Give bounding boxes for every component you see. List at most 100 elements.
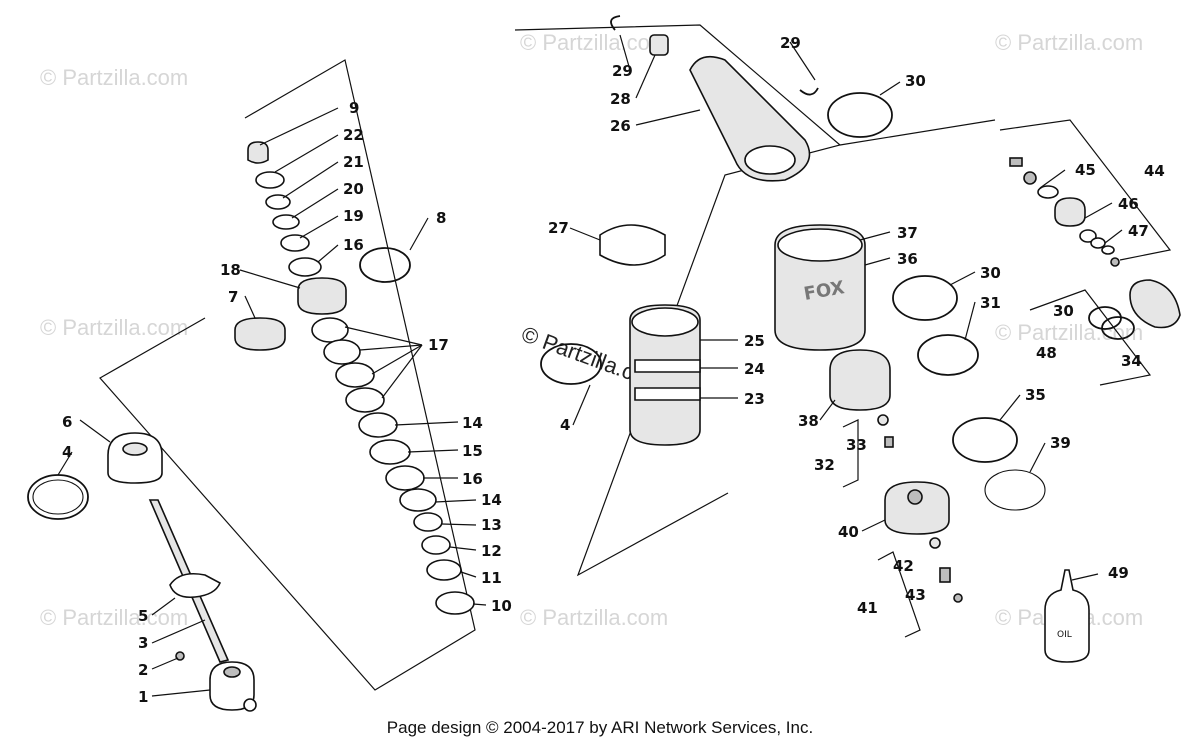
leader-lines [57,34,1123,697]
callout: 27 [548,219,569,237]
callout: 47 [1128,222,1149,240]
callout: 5 [138,607,148,625]
watermark: © Partzilla.com [520,605,668,630]
callout: 3 [138,634,148,652]
callout: 44 [1144,162,1165,180]
callout: 7 [228,288,238,306]
shim-part-11 [426,559,462,581]
callout: 11 [481,569,502,587]
valve-part-41 [939,567,951,583]
frame-left [99,59,476,691]
callout: 30 [1053,302,1074,320]
watermark: © Partzilla.com [40,65,188,90]
callout: 26 [610,117,631,135]
callout: 24 [744,360,765,378]
callout: 33 [846,436,867,454]
frame-kit-44 [999,119,1172,261]
piston-stack [234,141,475,615]
shim-part-17 [335,362,375,388]
eyelet-bushing [243,698,257,712]
callout: 43 [905,586,926,604]
backup-ring-part-39 [984,469,1046,511]
callout: 9 [349,99,359,117]
o-ring-part-35 [952,417,1018,463]
frame-center-link [839,119,996,146]
callout: 40 [838,523,859,541]
washer-part-10 [435,591,475,615]
piston-part-18 [297,277,347,315]
frame-kit-48 [1029,289,1152,386]
screw-part-44 [1009,157,1023,167]
shim-part-13 [413,512,443,532]
callout: 10 [491,597,512,615]
callout: 19 [343,207,364,225]
footer-copyright: Page design © 2004-2017 by ARI Network S… [386,718,814,737]
watermarks: © Partzilla.com © Partzilla.com © Partzi… [40,30,1143,630]
shim-part-46 [1079,229,1097,243]
callout: 31 [980,294,1001,312]
shim-part-14 [358,412,398,438]
bumper-part-5 [169,572,222,599]
callout: 22 [343,126,364,144]
shim-part-17 [323,339,361,365]
o-ring-part-42 [929,537,941,549]
callout: 37 [897,224,918,242]
callout: 35 [1025,386,1046,404]
o-ring-part-4-inner [32,479,84,515]
shim-part-47 [1090,237,1106,249]
oil-label: OIL [1057,630,1072,640]
lock-ring-part-24 [634,387,701,401]
callout: 13 [481,516,502,534]
callout: 29 [612,62,633,80]
watermark: © Partzilla.com [40,315,188,340]
callout: 12 [481,542,502,560]
callout: 14 [481,491,502,509]
knob-part-46 [1054,197,1086,227]
preload-ring-part-25 [634,359,701,373]
callout: 45 [1075,161,1096,179]
shock-body-top [631,307,699,337]
eyelet-hole [223,666,241,678]
watermark: © Partzilla.com [995,30,1143,55]
body-bore [744,145,796,175]
callout: 30 [905,72,926,90]
bearing-part-28 [649,34,669,56]
callout: 30 [980,264,1001,282]
wear-band-part-7 [234,317,286,351]
ball-part-47 [1110,257,1120,267]
shim-part-15 [369,439,411,465]
callout: 15 [462,442,483,460]
shock-body-part-23 [629,304,701,446]
callout: 16 [462,470,483,488]
body-assembly [540,15,893,446]
o-ring-part-34 [1101,316,1135,340]
callout: 41 [857,599,878,617]
shim-part-12 [421,535,451,555]
callout: 36 [897,250,918,268]
collar-part-27 [599,224,666,266]
callout: 14 [462,414,483,432]
oil-bottle-part-49: OIL [1044,569,1090,663]
callouts: 1 2 3 5 6 4 7 18 8 9 22 21 20 19 16 17 1… [62,34,1165,706]
shim-part-20 [272,214,300,230]
reservoir-top [777,228,863,262]
shim-part-16 [288,257,322,277]
eyelet-part-1 [209,661,255,711]
callout: 4 [560,416,570,434]
callout: 29 [780,34,801,52]
shim-part-14 [399,488,437,512]
valve-core-part-43 [953,593,963,603]
callout: 21 [343,153,364,171]
watermark: © Partzilla.com [995,320,1143,345]
callout: 17 [428,336,449,354]
washer-part-45 [1037,185,1059,199]
wear-band-part-31 [917,334,979,376]
callout: 46 [1118,195,1139,213]
callout: 2 [138,661,148,679]
shim-part-19 [280,234,310,252]
shim-part-16 [385,465,425,491]
callout: 18 [220,261,241,279]
frame-kit-32 [842,419,859,488]
callout: 48 [1036,344,1057,362]
